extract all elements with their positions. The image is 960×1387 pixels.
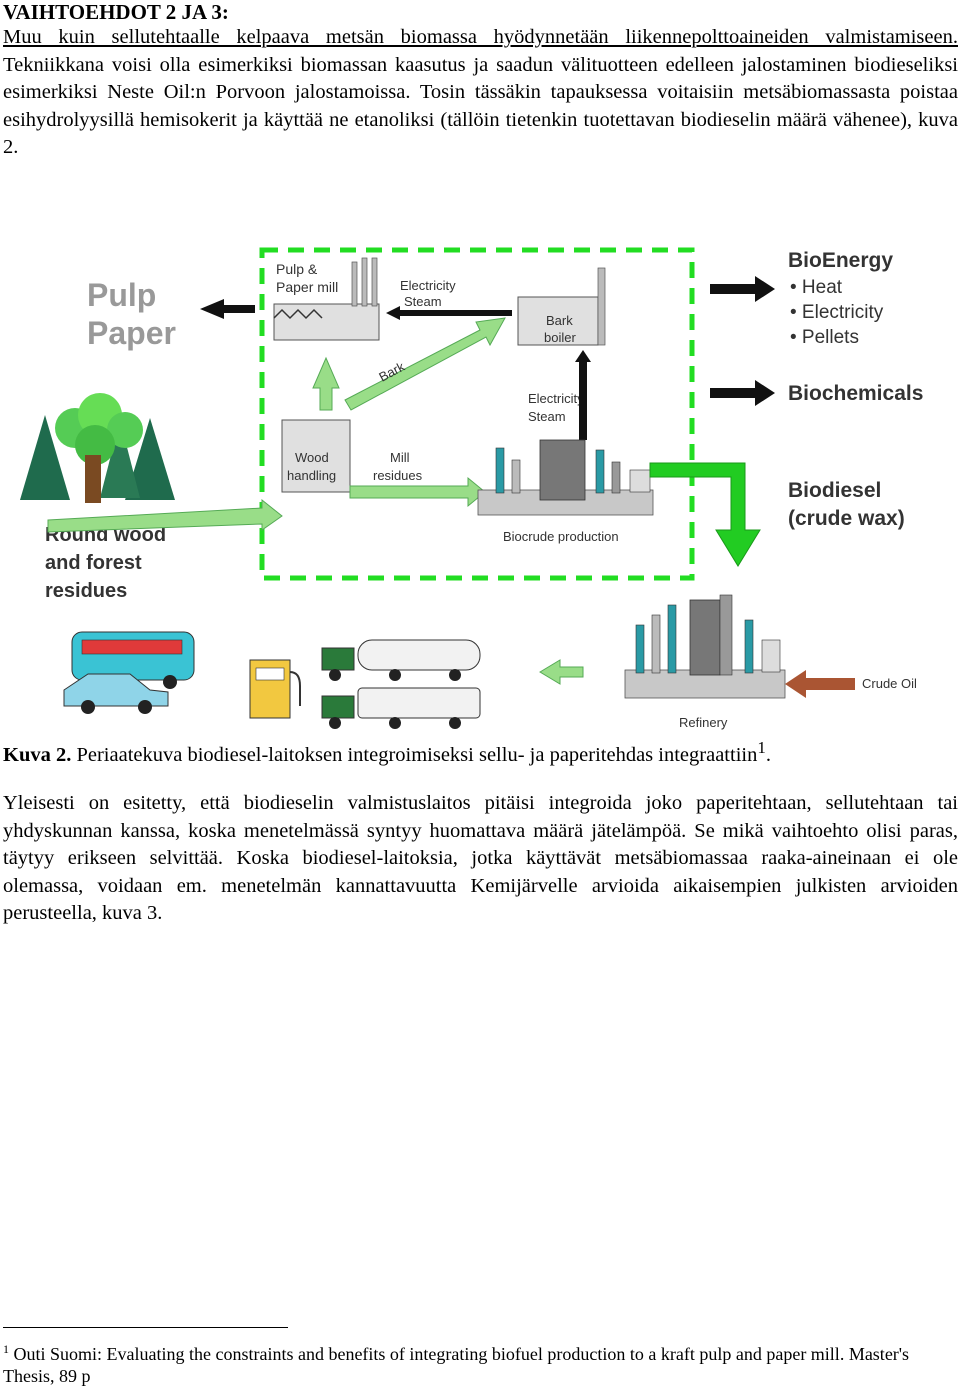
biodiesel-arrow <box>649 462 761 567</box>
intro-underlined: Muu kuin sellutehtaalle kelpaava metsän … <box>3 26 958 48</box>
refinery-plant <box>624 594 786 699</box>
body-paragraph: Yleisesti on esitetty, että biodieselin … <box>3 792 958 924</box>
biodiesel-label-2: (crude wax) <box>788 507 905 530</box>
footnote-text: Outi Suomi: Evaluating the constraints a… <box>3 1344 910 1386</box>
round-wood-label-2: and forest <box>45 552 142 574</box>
footnote: 1 Outi Suomi: Evaluating the constraints… <box>3 1338 953 1387</box>
bioenergy-arrow <box>710 276 775 302</box>
bioenergy-title: BioEnergy <box>788 249 893 272</box>
steam-arrow <box>386 306 512 320</box>
bark-boiler-label-2: boiler <box>544 330 576 345</box>
intro-paragraph: Muu kuin sellutehtaalle kelpaava metsän … <box>3 24 958 162</box>
biodiesel-label-1: Biodiesel <box>788 479 881 502</box>
elec-top-label-1: Electricity <box>400 278 456 293</box>
section-heading: VAIHTOEHDOT 2 JA 3: <box>3 0 229 24</box>
pulp-mill-label-1: Pulp & <box>276 261 318 277</box>
crude-oil-arrow <box>785 670 855 698</box>
elec-up-arrow <box>575 350 591 440</box>
mill-residues-label-1: Mill <box>390 450 410 465</box>
caption-footnote-ref: 1 <box>757 738 766 757</box>
residues-arrow <box>349 476 486 508</box>
roundwood-arrow <box>47 498 283 533</box>
round-wood-label-3: residues <box>45 580 127 602</box>
wood-handling-label-2: handling <box>287 468 336 483</box>
caption-label: Kuva 2. <box>3 743 72 766</box>
paper-label: Paper <box>87 315 176 351</box>
elec-mid-label-1: Electricity <box>528 391 584 406</box>
bioenergy-electricity: • Electricity <box>790 302 884 323</box>
caption-end: . <box>765 743 772 766</box>
fuel-pump <box>249 659 301 719</box>
bioenergy-pellets: • Pellets <box>790 327 859 348</box>
footnote-rule <box>3 1327 288 1328</box>
elec-mid-label-2: Steam <box>528 409 566 424</box>
elec-top-label-2: Steam <box>404 294 442 309</box>
intro-rest: Tekniikkana voisi olla esimerkiksi bioma… <box>3 53 958 159</box>
fuel-out-arrow <box>539 659 584 685</box>
car <box>63 673 169 714</box>
bark-arrow <box>344 317 506 411</box>
bark-boiler-building <box>517 267 606 346</box>
biochemicals-arrow <box>710 380 775 406</box>
footnote-mark: 1 <box>3 1342 9 1356</box>
refinery-label: Refinery <box>679 715 728 730</box>
wood-up-arrow <box>312 356 340 411</box>
pulp-label: Pulp <box>87 277 156 313</box>
biocrude-label: Biocrude production <box>503 529 619 544</box>
mill-boundary <box>259 247 695 581</box>
bioenergy-heat: • Heat <box>790 277 843 298</box>
pulp-mill-building <box>273 257 380 341</box>
bark-boiler-label-1: Bark <box>546 313 573 328</box>
caption-text: Periaatekuva biodiesel-laitoksen integro… <box>71 743 758 766</box>
biochemicals-label: Biochemicals <box>788 382 923 405</box>
pulp-mill-label-2: Paper mill <box>276 279 338 295</box>
wood-handling-box <box>281 419 351 493</box>
tanker-truck-2 <box>321 687 481 729</box>
biocrude-plant <box>477 439 654 516</box>
figure-caption: Kuva 2. Periaatekuva biodiesel-laitoksen… <box>3 734 771 769</box>
crude-oil-label: Crude Oil <box>862 676 917 691</box>
mill-residues-label-2: residues <box>373 468 423 483</box>
pulp-out-arrow <box>200 299 255 319</box>
tanker-truck-1 <box>321 639 481 681</box>
forest-trees <box>20 393 175 503</box>
wood-handling-label-1: Wood <box>295 450 329 465</box>
biodiesel-integration-figure: Pulp Paper Pulp & Paper mill Electricity… <box>20 247 923 730</box>
